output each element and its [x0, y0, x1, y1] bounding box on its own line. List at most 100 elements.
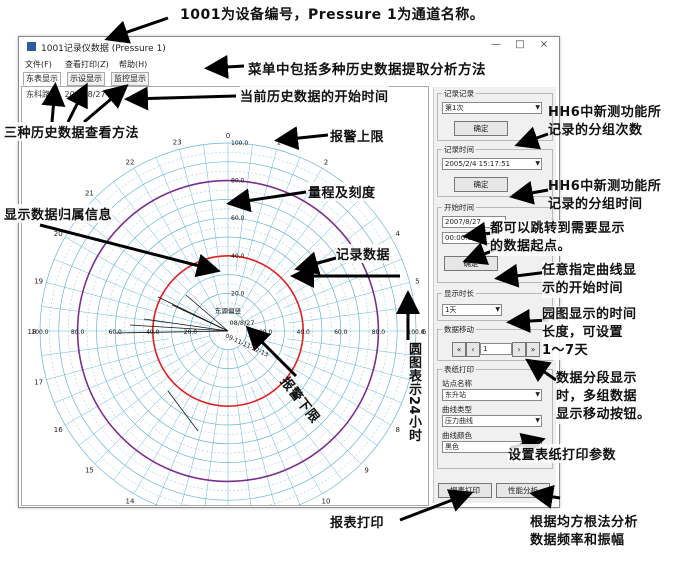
annotation-rms: 根据均方根法分析 数据频率和振幅 [530, 514, 638, 550]
menu-view-print[interactable]: 查看打印(Z) [65, 60, 109, 69]
print-curve-select[interactable]: 压力曲线 ▼ [442, 415, 542, 427]
grid-spoke [46, 335, 211, 380]
grid-spoke [250, 386, 301, 505]
annotation-any-start-line2: 示的开始时间 [542, 281, 624, 296]
chevron-down-icon: ▼ [535, 104, 540, 111]
period-select[interactable]: 1天▼ [442, 304, 502, 316]
menu-help[interactable]: 帮助(H) [119, 60, 148, 69]
scale-label: 60.0 [231, 215, 245, 222]
close-button[interactable]: × [539, 39, 549, 50]
annotation-group-count-line1: HH6中新测功能所 [548, 105, 662, 120]
annotation-segment-line1: 数据分段显示 [556, 371, 638, 386]
minimize-button[interactable]: — [491, 39, 501, 50]
grid-spoke [235, 390, 252, 505]
annotation-any-start: 任意指定曲线显 示的开始时间 [542, 262, 637, 298]
annotation-group-count-line2: 记录的分组次数 [548, 123, 643, 138]
record-confirm-button[interactable]: 确定 [454, 121, 508, 136]
hour-label: 10 [322, 498, 331, 505]
start-time-value: 00:00:00 [445, 234, 477, 242]
record-trace [171, 304, 229, 332]
record-group-value: 第1次 [445, 104, 464, 112]
hour-label: 4 [396, 230, 401, 238]
hour-label: 21 [85, 189, 94, 197]
annotation-duration-line3: 1～7天 [542, 343, 589, 358]
nav-last-button[interactable]: » [526, 342, 540, 357]
annotation-duration-line1: 园图显示的时间 [542, 307, 637, 322]
record-trace [167, 390, 199, 432]
grid-spoke [133, 346, 220, 494]
grid-spoke [287, 306, 415, 324]
group-record-time: 记录时间 2005/2/4 15:17:51 ▼ 确定 [437, 144, 553, 197]
nav-page-field[interactable]: 1 [480, 343, 512, 355]
annotation-duration-line2: 长度，可设置 [542, 325, 624, 340]
annotation-any-start-line1: 任意指定曲线显 [542, 263, 637, 278]
hour-label: 17 [34, 379, 43, 387]
tab-monitor-view[interactable]: 监控显示 [111, 72, 149, 86]
title-bar: 1001记录仪数据 (Pressure 1) — □ × [19, 37, 559, 57]
grid-spoke [179, 149, 224, 314]
group-print-label: 表纸打印 [442, 364, 476, 375]
record-trace [143, 318, 229, 332]
center-title: 东源偏竖 [215, 306, 242, 315]
grid-spoke [232, 348, 275, 505]
control-panel: 记录记录 第1次▼ 确定 记录时间 2005/2/4 15:17:51▼ 确定 … [433, 87, 556, 503]
hour-label: 8 [396, 426, 400, 434]
annotation-menu: 菜单中包括多种历史数据提取分析方法 [248, 58, 486, 78]
annotation-info-belong: 显示数据归属信息 [4, 204, 113, 223]
nav-next-button[interactable]: › [512, 342, 526, 357]
group-start-time-label: 开始时间 [442, 202, 476, 213]
grid-spoke [240, 343, 362, 465]
annotation-jump: 都可以跳转到需要显示 的数据起点。 [490, 220, 626, 256]
maximize-button[interactable]: □ [515, 39, 525, 50]
annotation-device-id: 1001为设备编号，Pressure 1为通道名称。 [180, 7, 485, 23]
grid-spoke [78, 216, 181, 295]
annotation-circle-24h: 圆图表示24小时 [406, 342, 421, 443]
record-time-value: 2005/2/4 15:17:51 [445, 160, 511, 168]
nav-prev-button[interactable]: ‹ [466, 342, 480, 357]
annotation-jump-line2: 的数据起点。 [490, 239, 572, 254]
print-label-site: 站点名称 [442, 379, 472, 388]
chevron-down-icon: ▼ [535, 160, 540, 167]
grid-spoke [245, 335, 410, 380]
hour-label: 6 [422, 328, 427, 336]
grid-spoke [94, 343, 216, 465]
grid-spoke [236, 346, 323, 494]
scale-label: 80.0 [71, 329, 85, 336]
scale-label: 100.0 [407, 329, 424, 336]
annotation-rms-line1: 根据均方根法分析 [530, 515, 639, 530]
group-move: 数据移动 « ‹ 1 › » [437, 324, 553, 361]
grid-spoke [250, 157, 301, 276]
annotation-view-methods: 三种历史数据查看方法 [4, 122, 140, 141]
menu-file[interactable]: 文件(F) [25, 60, 52, 69]
print-site-select[interactable]: 东升站▼ [442, 389, 542, 401]
scale-label: 40.0 [297, 329, 311, 336]
grid-spoke [283, 353, 402, 404]
record-time-select[interactable]: 2005/2/4 15:17:51 ▼ [442, 158, 542, 170]
alarm-low-ring [152, 255, 304, 407]
hour-label: 0 [226, 132, 230, 140]
hour-label: 23 [173, 139, 182, 147]
scale-label: 40.0 [231, 253, 245, 260]
record-time-confirm-button[interactable]: 确定 [454, 177, 508, 192]
print-curve-value: 压力曲线 [445, 417, 473, 425]
grid-spoke [232, 149, 277, 314]
grid-spoke [236, 168, 323, 316]
annotation-segment: 数据分段显示 时，多组数据 显示移动按钮。 [556, 370, 651, 424]
annotation-group-count: HH6中新测功能所 记录的分组次数 [548, 104, 661, 140]
record-group-select[interactable]: 第1次 ▼ [442, 102, 542, 114]
annotation-range-scale: 量程及刻度 [308, 182, 376, 201]
grid-spoke [78, 367, 181, 446]
nav-first-button[interactable]: « [452, 342, 466, 357]
grid-spoke [243, 339, 391, 426]
group-period-label: 显示时长 [442, 288, 476, 299]
circular-chart: 0123456789101112131415161718192021222310… [28, 132, 427, 505]
grid-spoke [264, 378, 343, 481]
grid-spoke [287, 338, 415, 356]
scale-label: 80.0 [231, 178, 245, 185]
grid-spoke [113, 181, 192, 284]
chevron-down-icon: ▼ [535, 417, 540, 424]
print-label-curve: 曲线类型 [442, 405, 472, 414]
group-record-time-label: 记录时间 [442, 144, 476, 155]
annotation-group-time-line1: HH6中新测功能所 [548, 179, 662, 194]
scale-label: 60.0 [109, 329, 123, 336]
